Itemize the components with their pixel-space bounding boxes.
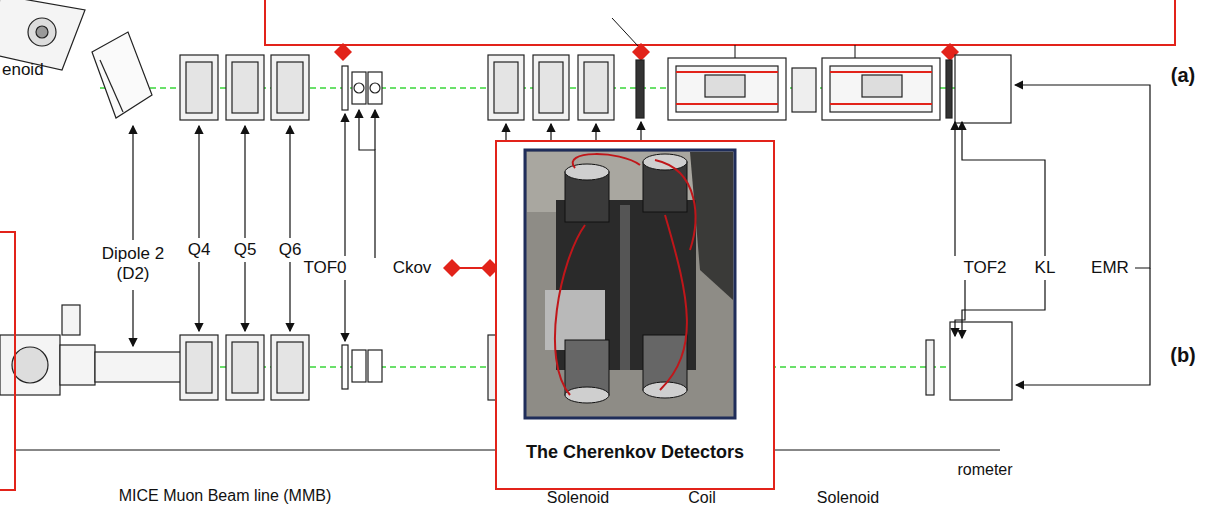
upstream-solenoid — [0, 0, 85, 70]
component-label: TOF0 — [303, 258, 346, 278]
component-label: Q5 — [234, 240, 257, 260]
component-label: Dipole 2 (D2) — [92, 244, 174, 283]
component-label: KL — [1035, 258, 1056, 278]
tof-ckov-detectors — [342, 60, 644, 118]
component-label: MICE Muon Beam line (MMB) — [119, 487, 332, 505]
dipole-magnet — [92, 32, 152, 118]
pointer-arrows — [133, 85, 1150, 385]
component-label: Q6 — [279, 240, 302, 260]
component-label: enoid — [2, 60, 44, 80]
component-label: EMR — [1091, 258, 1129, 278]
component-label: Ckov — [393, 258, 432, 278]
left-callout-frame — [0, 232, 15, 490]
component-label: (a) — [1171, 64, 1195, 87]
component-label: Coil — [688, 489, 716, 507]
beam-axis — [0, 88, 985, 367]
component-label: (b) — [1170, 344, 1196, 367]
quadrupole-magnets — [180, 55, 614, 120]
component-label: TOF2 — [963, 258, 1006, 278]
spectrometer-solenoids — [668, 55, 1011, 123]
component-label: Solenoid — [817, 489, 879, 507]
component-label: Solenoid — [547, 489, 609, 507]
inset-caption: The Cherenkov Detectors — [497, 442, 773, 463]
photo-inset: The Cherenkov Detectors — [495, 140, 775, 490]
upstream-machine — [0, 305, 195, 395]
inset-pointer — [452, 267, 490, 269]
callout-frame — [265, 0, 1175, 52]
component-label: rometer — [957, 461, 1012, 479]
component-label: Q4 — [188, 240, 211, 260]
cherenkov-photo — [497, 142, 773, 488]
